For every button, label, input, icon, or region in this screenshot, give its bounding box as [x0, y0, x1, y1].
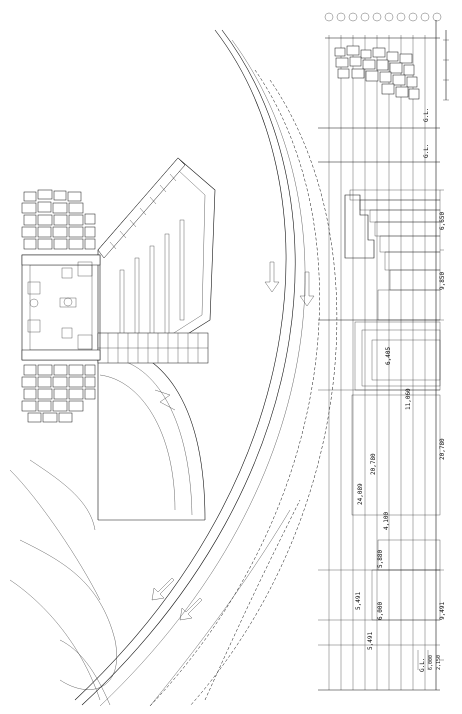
- break-mark: [154, 389, 176, 411]
- gl-label-top: G.L.: [423, 108, 430, 122]
- roof-tiles: [97, 157, 186, 259]
- contour-4: [29, 459, 96, 531]
- small-label-a: 6,000: [428, 655, 434, 670]
- plan-view: [9, 29, 338, 707]
- dimension-label-9: 4,100: [383, 512, 390, 530]
- road-edge: [149, 509, 291, 707]
- stone-wall-top: [21, 189, 96, 250]
- direction-arrows: [151, 261, 315, 621]
- contour-1: [19, 539, 117, 690]
- dimension-ticks: [417, 189, 444, 670]
- gl-label-bottom: G.L.: [419, 658, 426, 672]
- dashed-road-2: [189, 79, 338, 707]
- dashed-road-1: [149, 69, 320, 707]
- dimension-label-5: 6,405: [385, 347, 392, 365]
- contour-2: [9, 469, 101, 601]
- roof-tile-lines: [109, 173, 177, 250]
- scale-bar: [443, 30, 449, 101]
- stepped-blocks: [318, 189, 441, 646]
- contour-5: [59, 639, 111, 706]
- dimension-label-4: 9,491: [439, 602, 446, 620]
- small-label-b: 2,150: [436, 655, 442, 670]
- dimension-label-11: 5,491: [355, 592, 362, 610]
- inner-wall-1: [99, 344, 206, 521]
- outer-arc-3: [99, 39, 306, 707]
- dimension-label-6: 11,060: [405, 388, 412, 410]
- gl-label-mid: G.L.: [423, 144, 430, 158]
- stone-paving: [97, 332, 209, 364]
- outer-arc-2: [81, 29, 296, 706]
- dimension-label-12: 6,000: [377, 602, 384, 620]
- grid-markers: [324, 12, 442, 22]
- dimension-label-3: 20,780: [439, 438, 446, 460]
- dimension-label-8: 24,089: [357, 483, 364, 505]
- inner-wall-3: [99, 374, 176, 511]
- fins: [119, 219, 185, 341]
- section-view: G.L. G.L. G.L. 6,650 9,850 20,780 9,491 …: [318, 12, 449, 691]
- stone-wall-bottom: [21, 364, 96, 423]
- dimension-label-10: 5,880: [377, 550, 384, 568]
- dashed-road-3: [204, 499, 301, 701]
- section-grid: [318, 20, 440, 691]
- gate-building: [21, 254, 101, 361]
- dimension-label-1: 6,650: [439, 212, 446, 230]
- contour-3: [9, 579, 101, 701]
- stone-elevation: [325, 37, 440, 100]
- dimension-label-2: 9,850: [439, 272, 446, 290]
- inner-wall-2: [107, 357, 193, 516]
- outer-arc-1: [74, 29, 287, 701]
- dimension-label-13: 5,491: [367, 632, 374, 650]
- dimension-label-7: 20,780: [370, 453, 377, 475]
